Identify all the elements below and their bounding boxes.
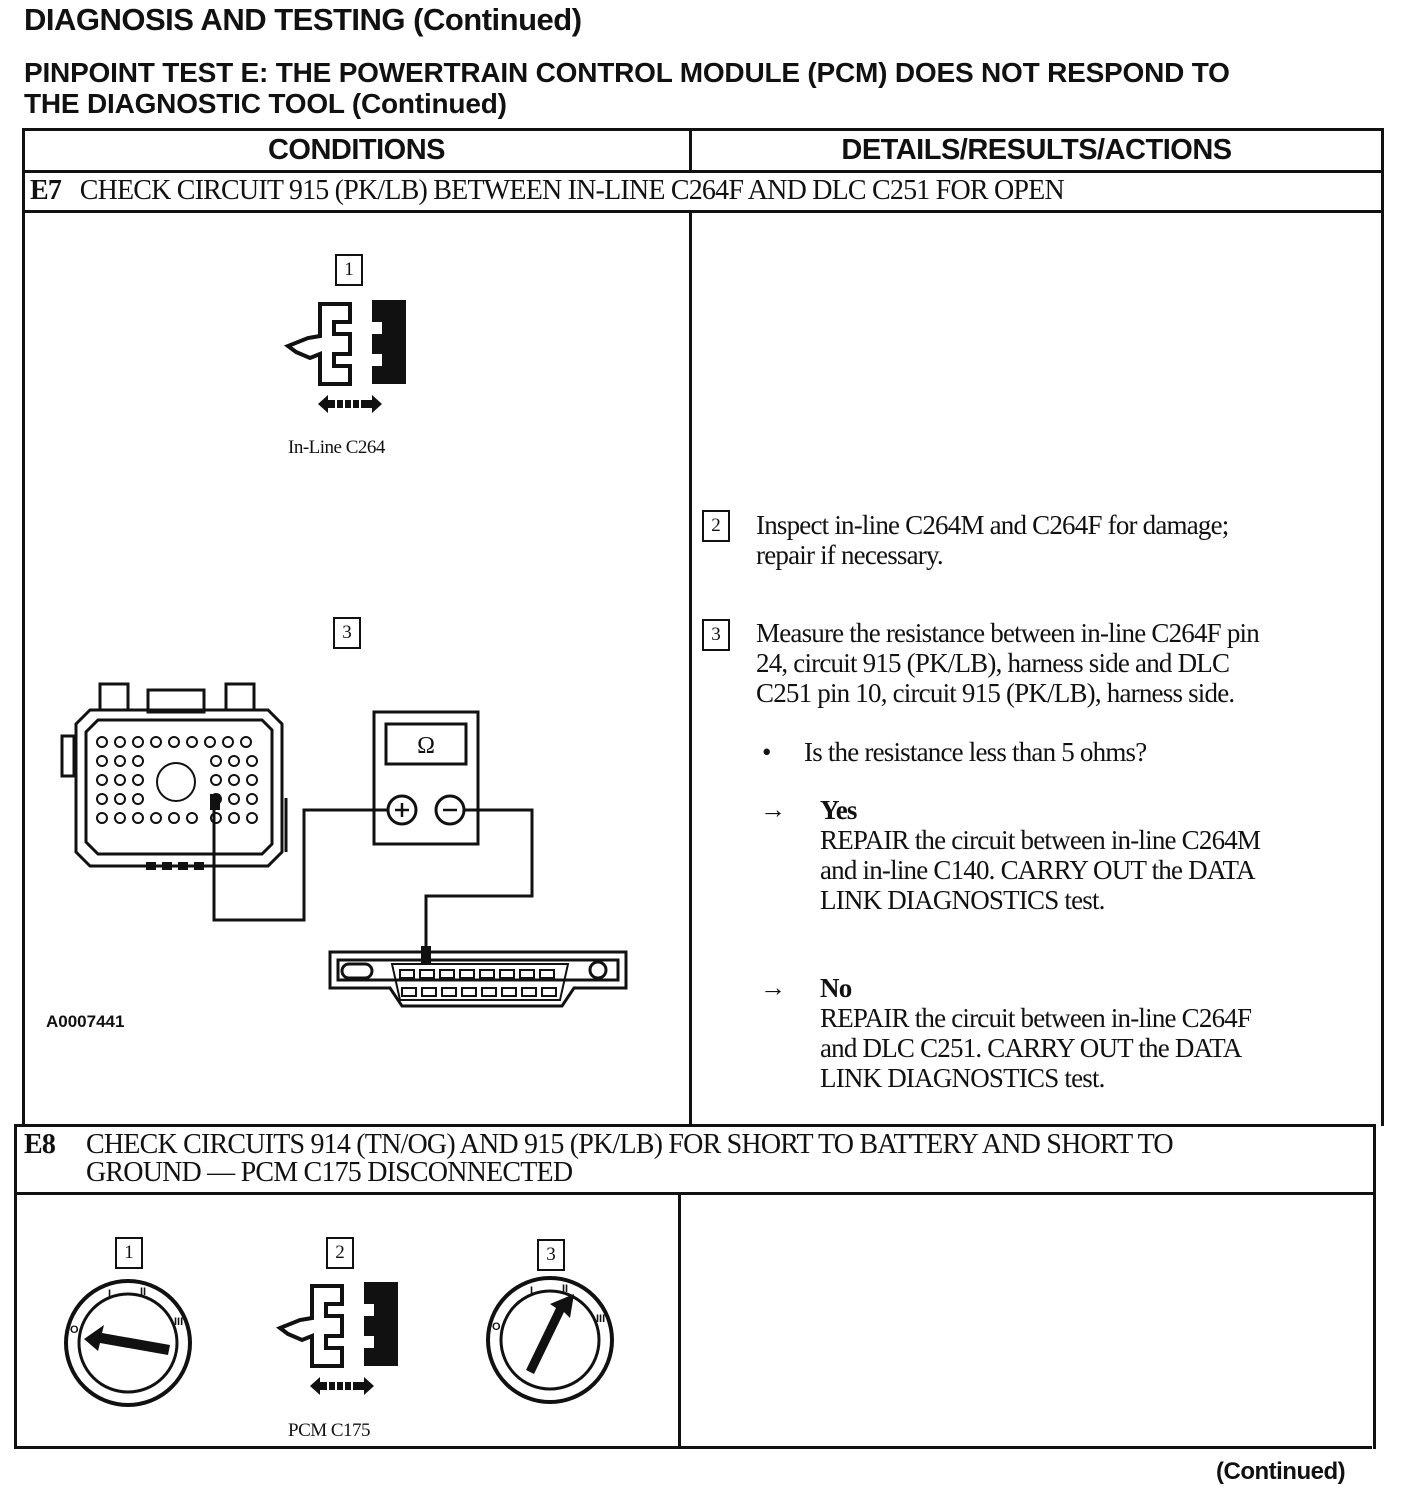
continued-footer: (Continued) bbox=[1216, 1458, 1346, 1485]
table-bottom-border bbox=[14, 1446, 1372, 1449]
action-3-line-2: 24, circuit 915 (PK/LB), harness side an… bbox=[756, 648, 1230, 678]
e8-step-number-box-2: 2 bbox=[326, 1237, 354, 1269]
pcm-c175-caption: PCM C175 bbox=[288, 1420, 371, 1441]
action-2-text: Inspect in-line C264M and C264F for dama… bbox=[756, 510, 1356, 570]
e8-title-line-2: GROUND — PCM C175 DISCONNECTED bbox=[86, 1157, 573, 1188]
action-number-box-2: 2 bbox=[702, 510, 730, 542]
column-divider-e8 bbox=[678, 1192, 681, 1448]
svg-text:II: II bbox=[562, 1283, 568, 1295]
action-number-box-3: 3 bbox=[702, 619, 730, 651]
action-3-text: Measure the resistance between in-line C… bbox=[756, 618, 1371, 708]
pcm-harness-connector bbox=[60, 682, 288, 868]
e8-top-border bbox=[14, 1124, 1376, 1127]
page-title: DIAGNOSIS AND TESTING (Continued) bbox=[24, 2, 582, 37]
svg-text:II: II bbox=[140, 1286, 146, 1298]
pinpoint-test-title: PINPOINT TEST E: THE POWERTRAIN CONTROL … bbox=[24, 57, 1384, 119]
pcm-c175-connector-separated-icon bbox=[275, 1282, 398, 1395]
yes-action-line-3: LINK DIAGNOSTICS test. bbox=[820, 885, 1105, 915]
step-number-box-1: 1 bbox=[335, 254, 363, 286]
test-leads bbox=[212, 802, 534, 964]
e7-header-divider bbox=[22, 210, 1384, 213]
yes-action-line-1: REPAIR the circuit between in-line C264M bbox=[820, 825, 1261, 855]
details-column-header: DETAILS/RESULTS/ACTIONS bbox=[841, 134, 1232, 166]
e8-title-line-1: CHECK CIRCUITS 914 (TN/OG) AND 915 (PK/L… bbox=[86, 1129, 1174, 1160]
ohmmeter bbox=[372, 710, 480, 846]
test-title-line-1: PINPOINT TEST E: THE POWERTRAIN CONTROL … bbox=[24, 57, 1230, 88]
conditions-column-header: CONDITIONS bbox=[267, 134, 446, 166]
ohm-symbol: Ω bbox=[417, 733, 435, 759]
no-result: No REPAIR the circuit between in-line C2… bbox=[820, 973, 1375, 1093]
no-action-line-2: and DLC C251. CARRY OUT the DATA bbox=[820, 1033, 1242, 1063]
step-number-box-3: 3 bbox=[333, 617, 361, 649]
no-action-line-3: LINK DIAGNOSTICS test. bbox=[820, 1063, 1105, 1093]
table-left-border-bottom bbox=[14, 1124, 17, 1449]
action-2-line-2: repair if necessary. bbox=[756, 540, 944, 570]
yes-result: Yes REPAIR the circuit between in-line C… bbox=[820, 795, 1375, 915]
bullet-icon: • bbox=[762, 737, 771, 767]
e8-step-number-box-1: 1 bbox=[115, 1237, 143, 1269]
table-right-border-top bbox=[1381, 128, 1384, 1126]
no-action-line-1: REPAIR the circuit between in-line C264F bbox=[820, 1003, 1252, 1033]
inline-connector-separated-icon bbox=[283, 300, 406, 413]
resistance-question: Is the resistance less than 5 ohms? bbox=[804, 737, 1147, 767]
svg-text:I: I bbox=[530, 1285, 533, 1297]
e7-step-header: E7 CHECK CIRCUIT 915 (PK/LB) BETWEEN IN-… bbox=[30, 175, 1065, 207]
test-title-line-2: THE DIAGNOSTIC TOOL (Continued) bbox=[24, 88, 507, 119]
inline-c264-caption: In-Line C264 bbox=[288, 437, 385, 458]
resistance-test-diagram: Ω bbox=[60, 682, 628, 1008]
action-3-line-1: Measure the resistance between in-line C… bbox=[756, 618, 1260, 648]
svg-text:O: O bbox=[70, 1324, 79, 1336]
column-divider-header bbox=[689, 128, 692, 172]
dlc-c251-connector bbox=[328, 950, 628, 1008]
svg-text:III: III bbox=[596, 1313, 605, 1325]
table-right-border-bottom bbox=[1373, 1124, 1376, 1449]
e8-step-number-box-3: 3 bbox=[537, 1239, 565, 1271]
e8-header-divider bbox=[14, 1192, 1376, 1195]
no-label: No bbox=[820, 973, 852, 1003]
e8-step-id: E8 bbox=[24, 1129, 56, 1160]
table-top-border bbox=[22, 128, 1384, 131]
svg-text:III: III bbox=[174, 1316, 183, 1328]
yes-action-line-2: and in-line C140. CARRY OUT the DATA bbox=[820, 855, 1256, 885]
e8-step-title: CHECK CIRCUITS 914 (TN/OG) AND 915 (PK/L… bbox=[86, 1129, 1174, 1188]
yes-arrow-icon: → bbox=[760, 795, 786, 824]
table-left-border-top bbox=[22, 128, 25, 1126]
yes-label: Yes bbox=[820, 795, 857, 825]
e7-step-title: CHECK CIRCUIT 915 (PK/LB) BETWEEN IN-LIN… bbox=[79, 175, 1065, 206]
figure-id: A0007441 bbox=[46, 1012, 125, 1031]
column-divider-e7 bbox=[689, 210, 692, 1126]
svg-text:O: O bbox=[492, 1321, 501, 1333]
e8-step-header: E8 CHECK CIRCUITS 914 (TN/OG) AND 915 (P… bbox=[24, 1129, 1174, 1187]
action-3-line-3: C251 pin 10, circuit 915 (PK/LB), harnes… bbox=[756, 678, 1235, 708]
action-2-line-1: Inspect in-line C264M and C264F for dama… bbox=[756, 510, 1229, 540]
svg-text:I: I bbox=[108, 1288, 111, 1300]
column-header-divider bbox=[22, 170, 1384, 173]
e7-step-id: E7 bbox=[30, 175, 62, 206]
no-arrow-icon: → bbox=[760, 973, 786, 1002]
